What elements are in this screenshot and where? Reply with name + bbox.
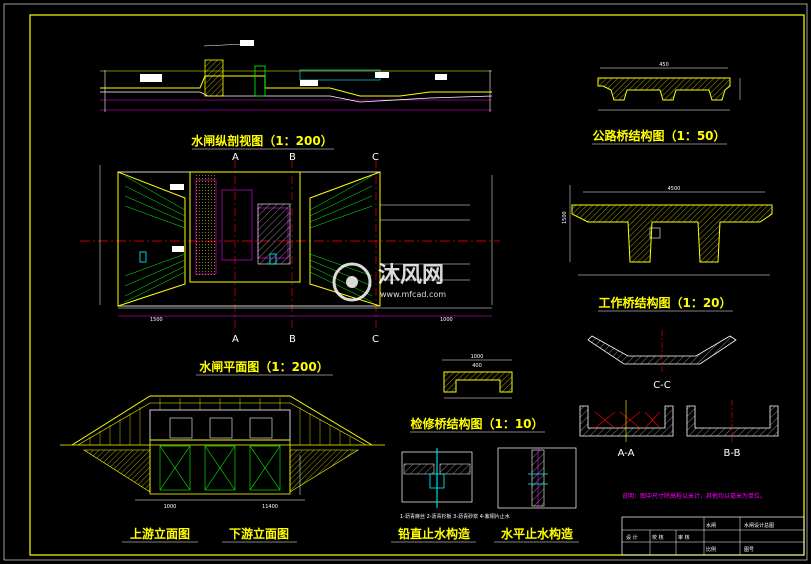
road-bridge-title: 公路桥结构图（1：50） [592, 128, 725, 143]
section-bb-drawing: B-B [686, 400, 779, 459]
drawing-note: 说明：图中尺寸除高程以米计，其他均以毫米为单位。 [622, 492, 766, 500]
horizontal-waterstop-title: 水平止水构造 [501, 526, 574, 541]
title-block-drawing: 水闸设计总图 [744, 522, 774, 529]
work-bridge-title: 工作桥结构图（1：20） [598, 295, 731, 310]
title-block-row-review: 审 核 [678, 534, 690, 541]
maintenance-bridge-drawing: 1000 400 [442, 354, 513, 399]
plan-right-dim: 1000 [440, 317, 453, 323]
section-cc-label: C-C [653, 380, 671, 391]
work-bridge-drawing: 4500 1500 [562, 185, 773, 276]
plan-view-drawing: 1500 1000 A B C A B C [80, 152, 500, 345]
section-bb-label: B-B [724, 448, 741, 459]
horizontal-waterstop-drawing [497, 447, 577, 509]
plan-view-title: 水闸平面图（1：200） [199, 359, 328, 374]
vertical-waterstop-drawing [401, 448, 473, 508]
road-bridge-drawing: 450 [597, 62, 741, 111]
longitudinal-section-drawing [100, 40, 493, 112]
section-mark-c-bottom: C [372, 334, 379, 345]
watermark: 沐风网 www.mfcad.com [332, 262, 446, 302]
section-cc-drawing: C-C [587, 330, 737, 391]
section-mark-b-bottom: B [289, 334, 296, 345]
maintenance-bridge-title: 检修桥结构图（1：10） [410, 416, 543, 431]
section-mark-c-top: C [372, 152, 379, 163]
section-aa-label: A-A [618, 448, 635, 459]
section-aa-drawing: A-A [579, 400, 674, 459]
downstream-elevation-title: 下游立面图 [229, 526, 289, 541]
watermark-url: www.mfcad.com [380, 290, 446, 299]
watermark-logo [332, 262, 372, 302]
work-bridge-top-dim: 4500 [668, 186, 681, 192]
road-bridge-top-dim: 450 [659, 62, 669, 68]
waterstop-legend: 1-沥青麻丝 2-沥青杉板 3-沥青砂浆 4-紫铜片止水 [400, 513, 510, 520]
title-block-row-design: 设 计 [626, 534, 638, 541]
drawing-frame [3, 3, 808, 561]
watermark-brand: 沐风网 [378, 263, 444, 288]
title-block-scale-label: 比例 [706, 546, 716, 553]
elev-side-dim: 1000 [164, 504, 177, 510]
section-mark-a-bottom: A [232, 334, 239, 345]
title-block-sheet-label: 图号 [744, 547, 754, 553]
maint-inner-dim: 400 [472, 363, 482, 369]
title-block-project: 水闸 [706, 522, 716, 529]
longitudinal-section-title: 水闸纵剖视图（1：200） [191, 133, 332, 148]
section-mark-b-top: B [289, 152, 296, 163]
section-mark-a-top: A [232, 152, 239, 163]
elevation-drawing: 11400 1000 [60, 395, 385, 510]
plan-left-dim: 1500 [150, 317, 163, 323]
maint-top-dim: 1000 [471, 354, 484, 360]
elev-bottom-dim: 11400 [262, 504, 278, 510]
title-block-row-check: 校 核 [652, 534, 664, 541]
vertical-waterstop-title: 铅直止水构造 [397, 526, 471, 541]
work-bridge-height-dim: 1500 [562, 211, 568, 224]
title-block: 水闸 水闸设计总图 设 计 校 核 审 核 比例 图号 [621, 516, 805, 556]
upstream-elevation-title: 上游立面图 [130, 526, 190, 541]
